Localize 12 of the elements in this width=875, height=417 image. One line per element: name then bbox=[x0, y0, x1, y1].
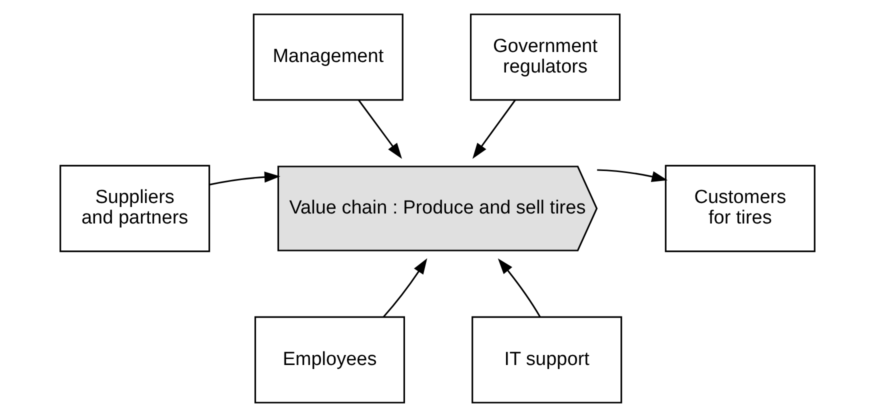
arrow bbox=[498, 258, 541, 318]
node-box: Management bbox=[252, 14, 404, 101]
node-box: Employees bbox=[254, 316, 406, 404]
arrow bbox=[382, 258, 428, 318]
node-box: IT support bbox=[472, 316, 622, 404]
arrow bbox=[597, 169, 668, 182]
arrow bbox=[209, 172, 280, 186]
arrow bbox=[472, 100, 516, 159]
node-box: Customers for tires bbox=[664, 164, 816, 252]
node-box: Suppliers and partners bbox=[60, 164, 210, 252]
node-box: Government regulators bbox=[470, 14, 621, 101]
arrow bbox=[358, 100, 402, 159]
